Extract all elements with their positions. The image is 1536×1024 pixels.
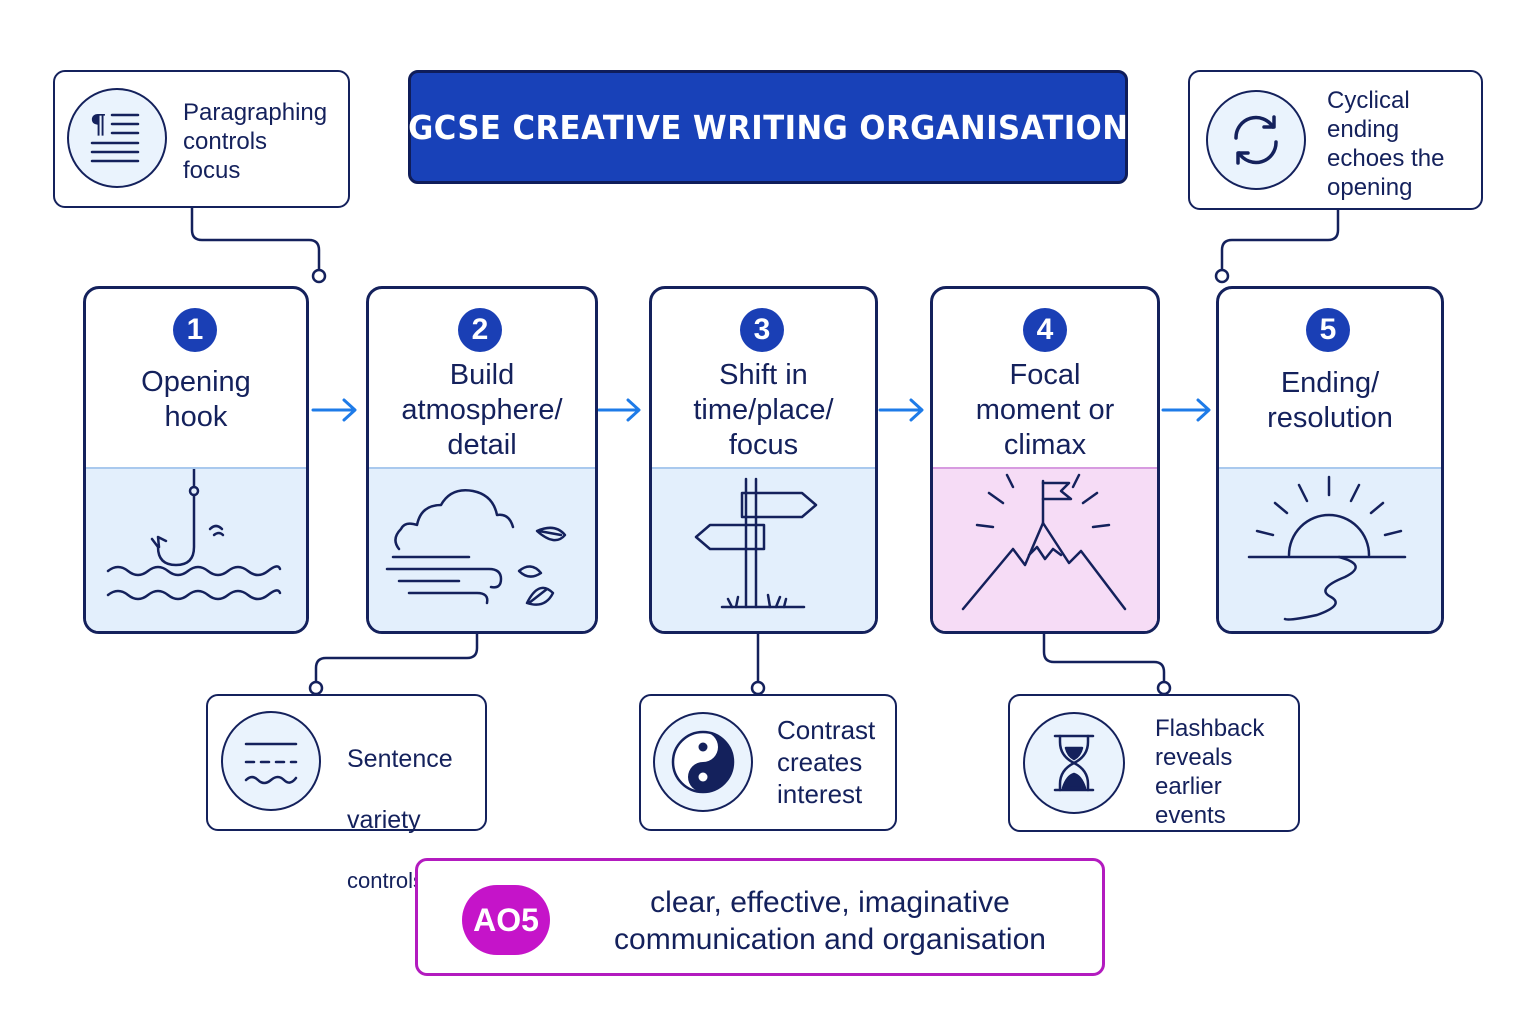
step-card-2: 2 Build atmosphere/ detail [366,286,598,634]
connector-flashback [1042,631,1166,684]
connector-dot [1156,680,1172,696]
step-number-4: 4 [1023,308,1067,352]
ao-description: clear, effective, imaginative communicat… [568,884,1092,958]
note-sentence-line2: variety [347,806,421,834]
step-label-2: Build atmosphere/ detail [401,359,563,461]
step-label-4: Focal moment or climax [975,359,1115,461]
sunset-icon [1247,475,1407,621]
title-banner: GCSE CREATIVE WRITING ORGANISATION [408,70,1128,184]
connector-sentence [314,631,479,684]
note-contrast: Contrast creates interest [639,694,897,831]
connector-paragraphing [190,205,321,272]
fishing-hook-icon [106,469,282,601]
flow-arrow-4-5 [1161,398,1211,422]
step-art-3 [652,467,875,631]
step-label-5: Ending/ resolution [1267,367,1393,434]
cloud-wind-leaves-icon [385,489,567,606]
step-number-3: 3 [740,308,784,352]
step-card-5: 5 Ending/ resolution [1216,286,1444,634]
paragraph-icon: ¶ [67,88,167,188]
mountain-flag-icon [961,473,1127,611]
assessment-objective: AO5 clear, effective, imaginative commun… [415,858,1105,976]
connector-dot [1214,268,1230,284]
step-card-3: 3 Shift in time/place/ focus [649,286,878,634]
step-art-1 [86,467,306,631]
connector-dot [750,680,766,696]
note-contrast-text: Contrast creates interest [777,715,876,809]
note-cyclical-text: Cyclical ending echoes the opening [1327,87,1445,201]
hourglass-icon [1023,712,1125,814]
connector-dot [308,680,324,696]
note-paragraphing: ¶ Paragraphing controls focus [53,70,350,208]
connector-cyclical [1220,207,1340,272]
step-label-3: Shift in time/place/ focus [693,359,834,461]
svg-text:¶: ¶ [90,110,107,140]
step-art-5 [1219,467,1441,631]
note-flashback: Flashback reveals earlier events [1008,694,1300,832]
note-sentence-variety: Sentence variety controls pace [206,694,487,893]
page-title: GCSE CREATIVE WRITING ORGANISATION [407,107,1129,147]
note-paragraphing-text: Paragraphing controls focus [183,99,328,184]
flow-arrow-3-4 [878,398,924,422]
yin-yang-icon [653,712,753,812]
step-card-1: 1 Opening hook [83,286,309,634]
signpost-icon [694,477,818,609]
cycle-arrows-icon [1206,90,1306,190]
step-number-2: 2 [458,308,502,352]
ao-line-1: clear, effective, imaginative [650,886,1010,919]
ao-line-2: communication and organisation [614,923,1046,956]
note-sentence-line1: Sentence [347,745,453,773]
step-art-2 [369,467,595,631]
sentence-lines-icon [221,711,321,811]
step-number-5: 5 [1306,308,1350,352]
step-label-1: Opening hook [141,366,251,433]
ao-badge: AO5 [462,885,550,955]
step-card-4: 4 Focal moment or climax [930,286,1160,634]
step-number-1: 1 [173,308,217,352]
step-art-4 [933,467,1157,631]
flow-arrow-1-2 [311,398,357,422]
connector-dot [311,268,327,284]
flow-arrow-2-3 [597,398,641,422]
note-cyclical: Cyclical ending echoes the opening [1188,70,1483,210]
note-flashback-text: Flashback reveals earlier events [1155,715,1265,829]
